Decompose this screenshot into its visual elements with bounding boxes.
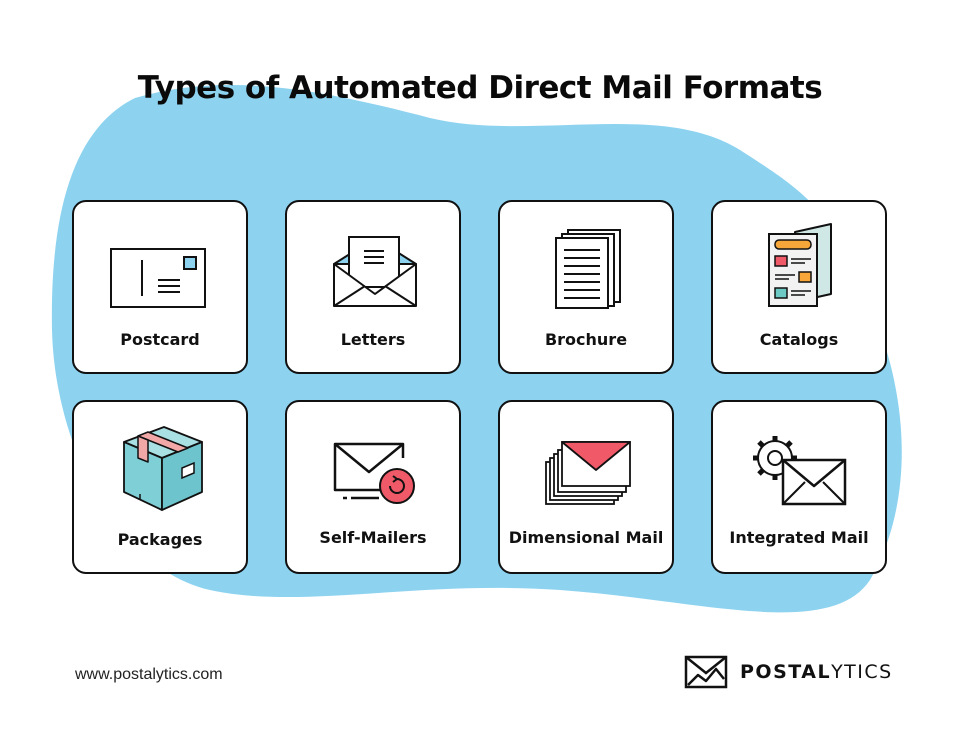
card-label: Brochure: [544, 330, 628, 349]
card-label: Packages: [117, 530, 203, 549]
postalytics-envelope-icon: [684, 655, 728, 689]
logo-wordmark-bold: POSTAL: [740, 661, 832, 683]
page-title: Types of Automated Direct Mail Formats: [137, 70, 823, 106]
card-self-mailers: Self-Mailers: [285, 400, 461, 574]
postalytics-logo: POSTALYTICS: [684, 655, 891, 691]
logo-wordmark: POSTALYTICS: [740, 661, 893, 683]
postcard-icon: [110, 248, 206, 308]
self-mailer-icon: [333, 442, 415, 504]
card-label: Integrated Mail: [729, 528, 869, 547]
package-box-icon: [123, 426, 203, 511]
envelope-letter-icon: [333, 236, 417, 307]
card-label: Self-Mailers: [319, 528, 427, 547]
footer-website-link[interactable]: www.postalytics.com: [75, 666, 223, 683]
envelope-stack-icon: [545, 441, 631, 505]
card-postcard: Postcard: [72, 200, 248, 374]
catalog-icon: [768, 223, 832, 307]
card-label: Letters: [340, 330, 406, 349]
card-catalogs: Catalogs: [711, 200, 887, 374]
document-stack-icon: [555, 229, 621, 309]
logo-wordmark-light: YTICS: [831, 661, 893, 683]
card-label: Dimensional Mail: [508, 528, 664, 547]
card-letters: Letters: [285, 200, 461, 374]
card-dimensional-mail: Dimensional Mail: [498, 400, 674, 574]
card-brochure: Brochure: [498, 200, 674, 374]
gear-envelope-icon: [753, 436, 847, 506]
card-label: Postcard: [120, 330, 200, 349]
card-packages: Packages: [72, 400, 248, 574]
card-integrated-mail: Integrated Mail: [711, 400, 887, 574]
card-label: Catalogs: [759, 330, 839, 349]
